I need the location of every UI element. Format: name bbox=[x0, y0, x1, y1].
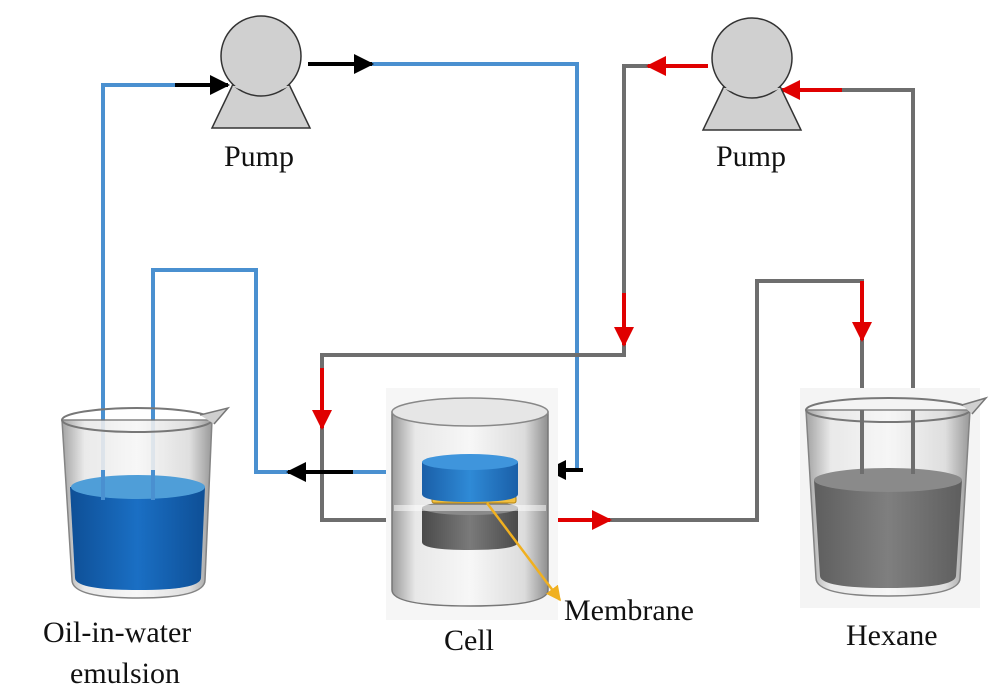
hexane-tubing bbox=[320, 64, 915, 522]
emulsion-feed-line bbox=[101, 83, 175, 498]
hexane-liquid bbox=[814, 480, 962, 588]
label-membrane: Membrane bbox=[564, 594, 694, 627]
label-pump-left: Pump bbox=[224, 140, 294, 173]
beaker-hexane-icon bbox=[800, 388, 989, 608]
label-cell: Cell bbox=[444, 624, 494, 657]
membrane-pointer-arrow bbox=[486, 502, 561, 602]
label-emulsion-line1: Oil-in-water bbox=[43, 616, 191, 649]
beaker-emulsion-icon bbox=[61, 406, 231, 599]
pump-left-icon bbox=[210, 15, 312, 129]
label-hexane: Hexane bbox=[846, 619, 938, 652]
label-pump-right: Pump bbox=[716, 140, 786, 173]
pump-right-icon bbox=[701, 17, 803, 131]
hexane-feed-line bbox=[842, 88, 915, 470]
cell-icon bbox=[386, 388, 558, 620]
hexane-from-pump-line bbox=[320, 64, 648, 522]
flow-arrows bbox=[175, 54, 872, 530]
label-emulsion-line2: emulsion bbox=[70, 657, 180, 690]
hexane-return-line bbox=[605, 279, 864, 522]
emulsion-liquid bbox=[70, 487, 205, 590]
